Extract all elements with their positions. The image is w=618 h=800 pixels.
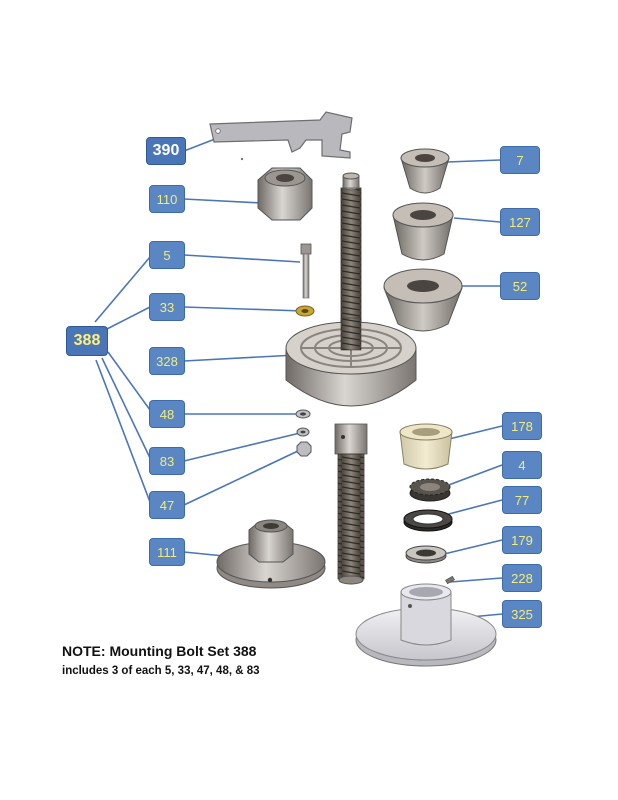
callout-390: 390: [146, 137, 186, 165]
callout-127: 127: [500, 208, 540, 236]
callout-179: 179: [502, 526, 542, 554]
cone-part-7: [400, 148, 450, 194]
hub-nut-part-111: [216, 519, 326, 589]
bolt-part-5: [300, 243, 312, 299]
washer-part-33: [295, 305, 315, 317]
nut-part-47: [296, 441, 312, 457]
callout-83: 83: [149, 447, 185, 475]
callout-178: 178: [502, 412, 542, 440]
note-detail: includes 3 of each 5, 33, 47, 48, & 83: [62, 665, 260, 677]
bearing-part-179: [405, 545, 447, 564]
sleeve-part-178: [399, 423, 453, 470]
callout-325: 325: [502, 600, 542, 628]
cone-part-127: [392, 202, 454, 261]
lock-nut-part-83: [296, 427, 310, 437]
washer-part-48: [295, 409, 311, 419]
callout-33: 33: [149, 293, 185, 321]
callout-77: 77: [502, 486, 542, 514]
mounting-bolt-note: NOTE: Mounting Bolt Set 388 includes 3 o…: [62, 643, 260, 677]
callout-328: 328: [149, 347, 185, 375]
callout-47: 47: [149, 491, 185, 519]
toothed-ring-part-4: [409, 478, 451, 502]
callout-52: 52: [500, 272, 540, 300]
callout-228: 228: [502, 564, 542, 592]
wrench-part-390: [209, 111, 353, 161]
base-plate-part-325: [355, 583, 497, 667]
ring-part-77: [403, 509, 453, 532]
callout-4: 4: [502, 451, 542, 479]
hex-nut-part-110: [257, 167, 313, 221]
callout-110: 110: [149, 185, 185, 213]
callout-111: 111: [149, 538, 185, 566]
threaded-shaft: [334, 172, 368, 585]
set-screw-part-228: [445, 575, 455, 585]
callout-48: 48: [149, 400, 185, 428]
callout-388: 388: [66, 326, 108, 356]
callout-7: 7: [500, 146, 540, 174]
callout-5: 5: [149, 241, 185, 269]
note-heading: NOTE: Mounting Bolt Set 388: [62, 643, 257, 659]
cone-part-52: [383, 268, 463, 332]
flange-part-328: [285, 317, 417, 439]
